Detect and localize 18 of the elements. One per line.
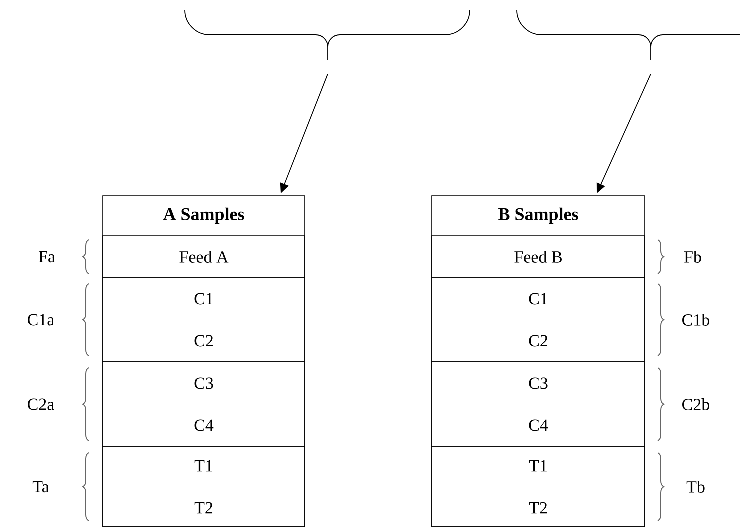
brace	[516, 10, 740, 60]
side-label: C2a	[28, 398, 54, 410]
table-cell: T1 T2	[432, 446, 646, 527]
table-cell: C3 C4	[102, 362, 306, 448]
table-cell: Feed B	[432, 236, 646, 278]
table-cell: Feed A	[102, 236, 306, 278]
table-cell: C1 C2	[102, 278, 306, 362]
side-label: Fa	[39, 251, 56, 263]
table-cell: T1 T2	[102, 446, 306, 527]
side-label: Ta	[32, 481, 50, 493]
side-label: C1b	[682, 314, 710, 326]
side-label: Fb	[684, 251, 702, 263]
side-label: C2b	[682, 398, 710, 410]
brace	[184, 10, 470, 60]
side-label: C1a	[28, 314, 54, 326]
table-cell: C3 C4	[432, 362, 646, 448]
table-cell: C1 C2	[432, 278, 646, 362]
side-label: Tb	[686, 481, 705, 493]
